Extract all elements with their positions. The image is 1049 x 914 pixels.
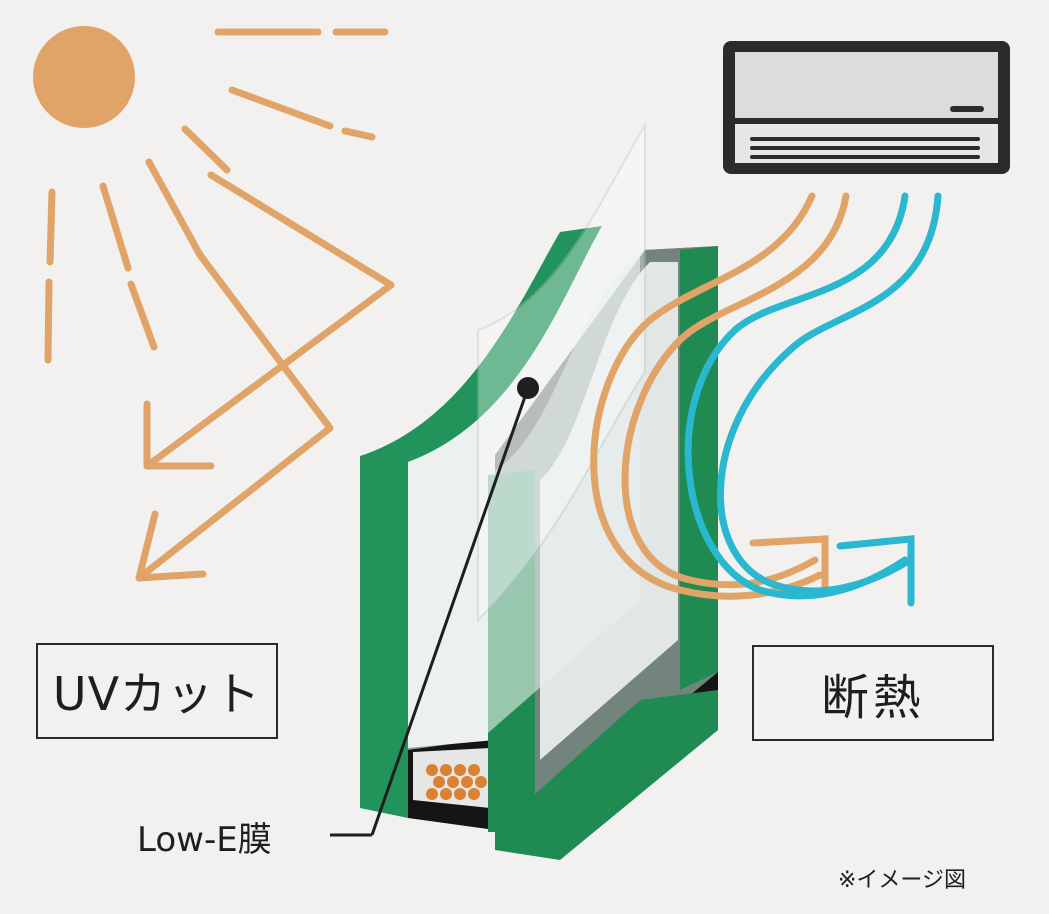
image-note: ※イメージ図: [838, 868, 966, 893]
double-glazing-window: [360, 121, 718, 860]
air-conditioner-icon: [723, 41, 1010, 174]
sun-icon: [33, 26, 135, 128]
warm-air-flow: [590, 192, 850, 600]
insulation-label: 断熱: [752, 645, 994, 741]
uv-cut-label: UVカット: [36, 643, 278, 739]
insulation-text: 断熱: [820, 670, 925, 726]
sun-rays: [44, 28, 389, 364]
cold-air-flow: [684, 192, 942, 607]
low-e-pointer: [330, 377, 539, 837]
uv-cut-text: UVカット: [52, 667, 262, 721]
reflected-uv-arrows: [135, 171, 395, 582]
desiccant-beads: [426, 764, 487, 800]
low-e-label: Low-E膜: [137, 820, 272, 860]
